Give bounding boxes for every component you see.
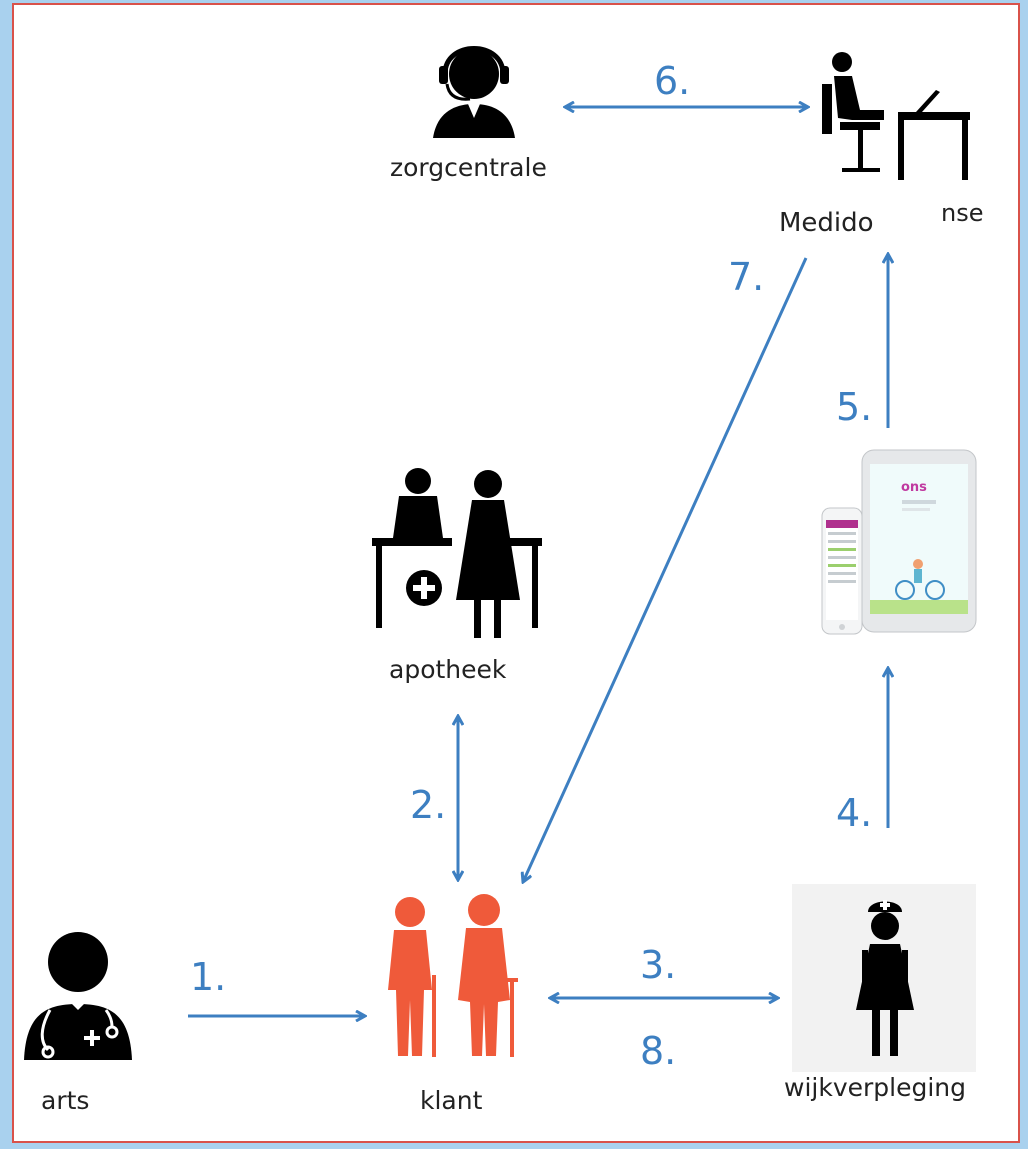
step-5: 5.: [836, 385, 872, 429]
apotheek-label: apotheek: [389, 655, 507, 684]
headset-operator-icon: [433, 46, 515, 138]
medido-label-backdrop: [774, 200, 940, 242]
medido-hidden-label-fragment: nse: [941, 199, 983, 227]
arts-label: arts: [41, 1086, 89, 1115]
step-1: 1.: [190, 955, 226, 999]
step-3: 3.: [640, 943, 676, 987]
doctor-icon: [24, 932, 132, 1060]
klant-label: klant: [420, 1086, 483, 1115]
office-worker-desk-icon: [822, 52, 970, 180]
elderly-couple-icon: [388, 894, 518, 1057]
step-6: 6.: [654, 59, 690, 103]
wijkverpleging-label: wijkverpleging: [784, 1073, 966, 1102]
step-2: 2.: [410, 783, 446, 827]
step-4: 4.: [836, 791, 872, 835]
tablet-phone-app-icon: ons: [821, 449, 977, 635]
nurse-icon: [792, 884, 976, 1072]
zorgcentrale-label: zorgcentrale: [390, 153, 547, 182]
medido-label: Medido: [779, 208, 874, 238]
arrow-7: [523, 257, 808, 882]
pharmacy-counter-icon: [372, 468, 542, 638]
step-8: 8.: [640, 1029, 676, 1073]
tablet-app-logo: ons: [901, 480, 927, 495]
step-7: 7.: [728, 255, 764, 299]
